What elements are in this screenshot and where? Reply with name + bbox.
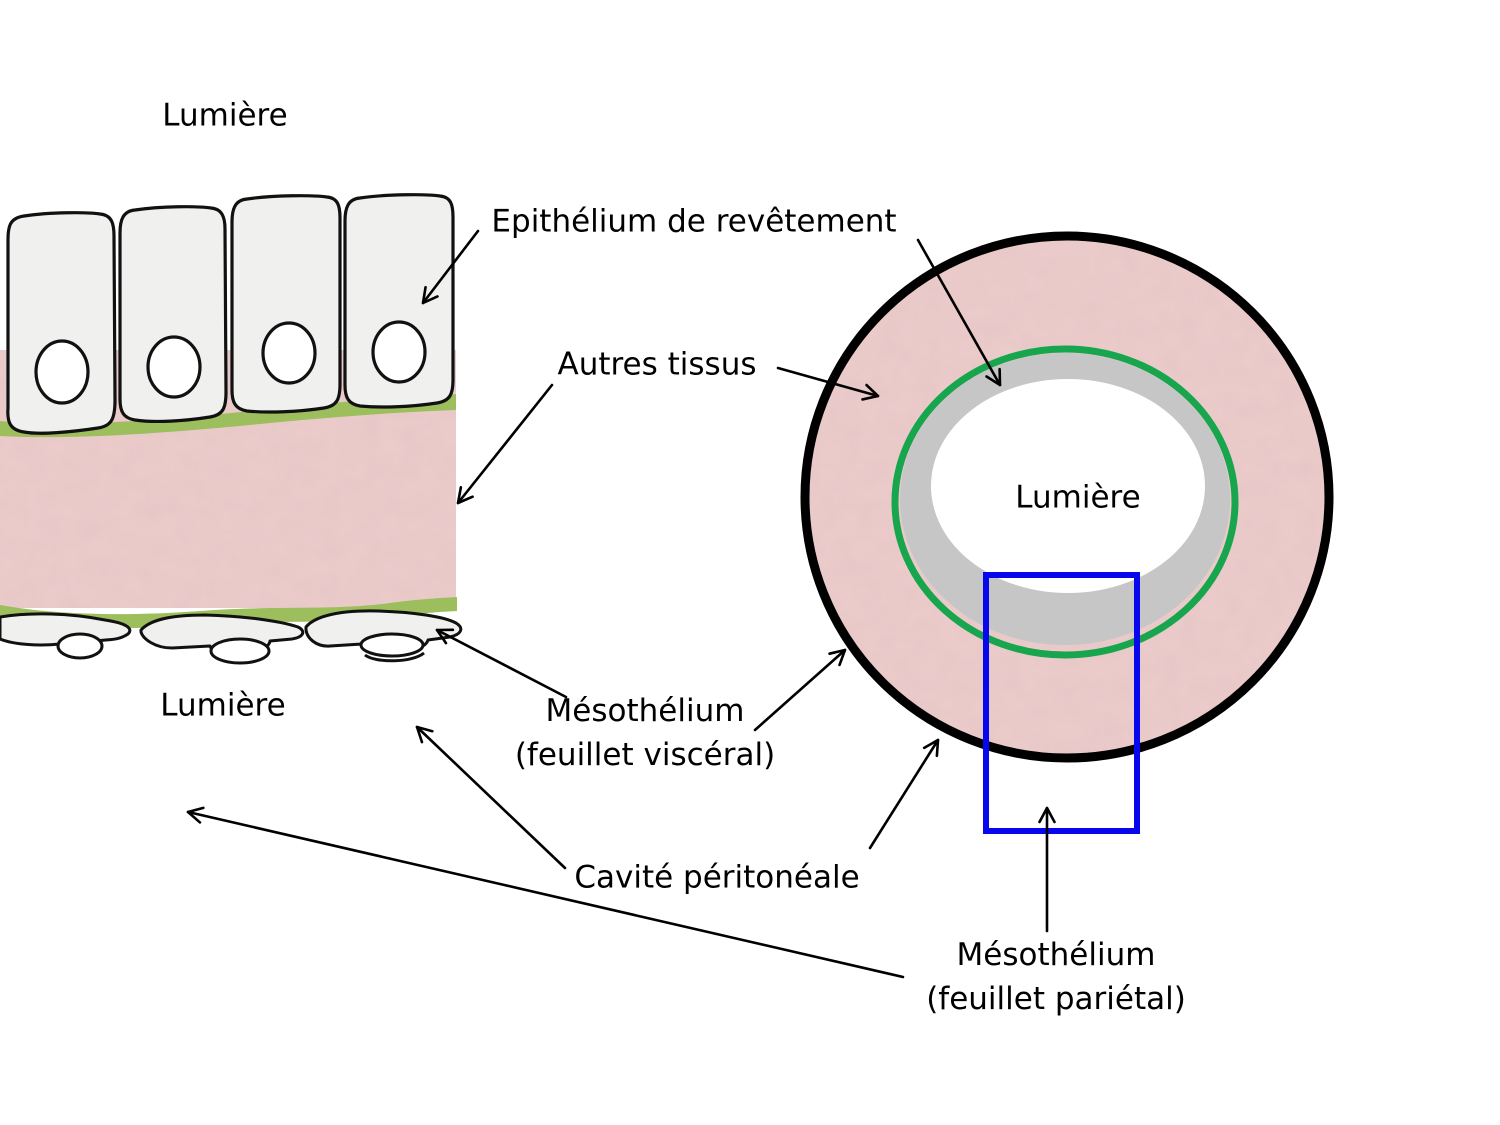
mesothelial-nucleus <box>56 632 104 660</box>
basement-membrane-top <box>0 394 456 438</box>
arrow-visceral-to-circle <box>753 648 847 732</box>
mesothelium-cells <box>0 609 463 665</box>
annotation-arrows <box>186 229 1056 979</box>
mesothelial-membrane-fold <box>364 651 425 663</box>
epithelial-nucleus <box>371 320 427 384</box>
arrow-autres-tissus-to-circle <box>776 366 880 401</box>
arrow-cavite-to-left <box>415 725 567 870</box>
organ-outer-wall-mesothelium <box>800 231 1334 763</box>
mesothelial-nucleus <box>209 637 271 665</box>
label-epithelium: Epithélium de revêtement <box>491 203 897 240</box>
lumen <box>931 379 1205 593</box>
label-lumiere-circle: Lumière <box>1015 479 1141 516</box>
arrow-epithelium-to-ring <box>916 238 1002 387</box>
label-mesothelium-parietal: Mésothélium (feuillet pariétal) <box>926 933 1186 1021</box>
epithelial-nucleus <box>261 321 317 385</box>
label-mesothelium-parietal-line2: (feuillet pariétal) <box>926 981 1186 1017</box>
label-cavite-peritoneale: Cavité péritonéale <box>574 859 860 896</box>
label-mesothelium-visceral: Mésothélium (feuillet viscéral) <box>515 689 775 777</box>
label-lumiere-top: Lumière <box>162 97 288 134</box>
label-mesothelium-visceral-line1: Mésothélium <box>545 693 745 729</box>
epithelial-nucleus <box>34 339 90 405</box>
epithelial-cells <box>6 193 455 435</box>
arrow-epithelium-to-cells <box>421 229 480 305</box>
mesothelial-nucleus <box>359 632 425 658</box>
label-autres-tissus: Autres tissus <box>557 346 757 383</box>
arrow-autres-tissus-to-block <box>456 383 554 505</box>
arrow-parietal-to-wall <box>186 806 905 979</box>
arrow-visceral-to-block <box>435 628 568 699</box>
label-lumiere-bottom: Lumière <box>160 687 286 724</box>
label-mesothelium-parietal-line1: Mésothélium <box>956 937 1156 973</box>
basement-membrane-ring <box>891 345 1239 659</box>
epithelial-nucleus <box>146 335 202 399</box>
parietal-zoom-rectangle <box>983 572 1140 834</box>
label-mesothelium-visceral-line2: (feuillet viscéral) <box>514 737 776 773</box>
arrow-cavite-to-circle <box>868 738 940 850</box>
